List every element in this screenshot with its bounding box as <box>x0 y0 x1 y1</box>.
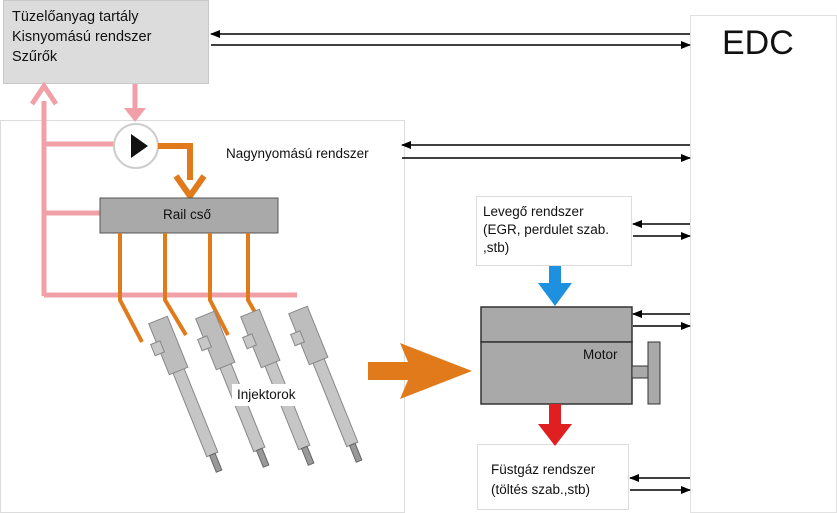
edc-label: EDC <box>722 24 794 62</box>
pump-to-rail-arrow-head <box>173 174 207 202</box>
pump-to-rail-line <box>158 143 193 180</box>
fuel-tank-line-3: Szűrők <box>12 49 58 65</box>
injector-1 <box>148 315 223 473</box>
air-intake-arrow <box>538 266 572 306</box>
low-pressure-supply-arrow-head <box>124 108 146 122</box>
exhaust-arrow <box>538 404 572 446</box>
injection-to-motor-arrow <box>368 343 472 399</box>
air-system-line-3: ,stb) <box>483 240 510 255</box>
low-pressure-lines <box>41 84 297 298</box>
edc-panel <box>690 15 837 513</box>
motor-label: Motor <box>583 347 618 362</box>
rail-label: Rail cső <box>163 207 212 222</box>
air-system-line-1: Levegő rendszer <box>483 204 584 219</box>
injectors-label: Injektorok <box>237 387 296 402</box>
motor-flywheel <box>647 341 661 405</box>
pump-triangle-icon <box>131 134 148 158</box>
exhaust-system-box <box>477 444 629 510</box>
air-system-line-2: (EGR, perdulet szab. <box>483 222 610 237</box>
injector-fuel-lines <box>118 233 267 343</box>
exhaust-system-line-2: (töltés szab.,stb) <box>491 482 591 497</box>
fuel-tank-line-2: Kisnyomású rendszer <box>12 29 152 45</box>
exhaust-system-line-1: Füstgáz rendszer <box>491 462 596 477</box>
fuel-tank-box <box>3 0 209 84</box>
injector-2 <box>195 310 270 468</box>
motor-shaft <box>631 365 651 379</box>
fuel-tank-line-1: Tüzelőanyag tartály <box>12 9 139 25</box>
low-pressure-return-arrow-head <box>29 81 59 106</box>
motor-head <box>480 306 633 343</box>
air-system-box <box>476 196 632 266</box>
injectors-label-bg <box>232 384 312 406</box>
motor-block <box>480 341 633 405</box>
rail-tube <box>99 197 279 234</box>
high-pressure-label: Nagynyomású rendszer <box>226 146 369 161</box>
edc-signal-lines <box>210 30 691 494</box>
injector-4 <box>288 305 363 463</box>
